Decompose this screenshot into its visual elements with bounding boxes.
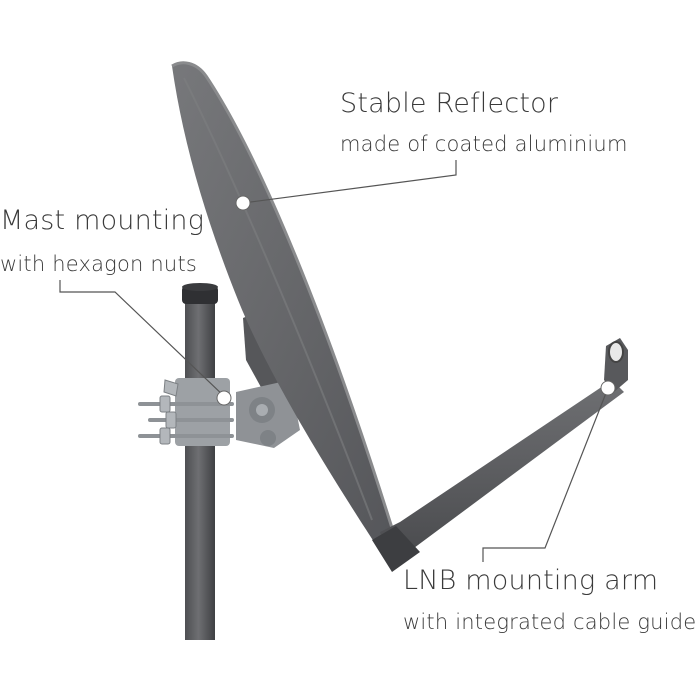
lnb-callout-subtitle: with integrated cable guide [403,610,697,634]
mast-pole [182,283,218,640]
reflector-callout-title: Stable Reflector [340,88,559,119]
reflector-leader [242,160,457,204]
reflector-dot [235,195,251,211]
mast-clamp [138,378,276,446]
lnb-mounting-arm [372,338,628,572]
callout-leader-lines [59,160,609,562]
clamp-bolts [138,402,234,438]
reflector-callout-subtitle: made of coated aluminium [340,132,628,156]
mast-callout-title: Mast mounting [0,205,205,236]
mast-leader [59,280,227,399]
callout-dots [216,195,616,406]
lnb-callout-title: LNB mounting arm [403,565,659,596]
lnb-leader [482,387,609,562]
dish-reflector [171,61,394,550]
hexagon-nuts [159,379,179,445]
mast-dot [216,390,232,406]
mast-callout-subtitle: with hexagon nuts [0,252,198,276]
lnb-dot [600,380,616,396]
